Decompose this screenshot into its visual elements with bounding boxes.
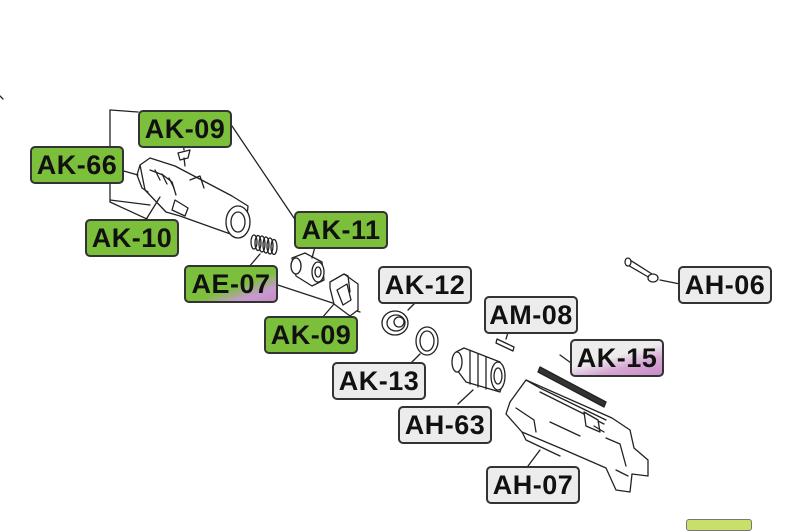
label-ak-12[interactable]: AK-12 — [378, 266, 472, 304]
ah-63-cylinder-head — [451, 347, 506, 405]
ak-13-o-ring — [407, 326, 439, 367]
label-ak-10[interactable]: AK-10 — [85, 219, 179, 257]
ak-12-washer — [381, 299, 419, 336]
label-ak-11[interactable]: AK-11 — [294, 211, 388, 249]
label-ah-06[interactable]: AH-06 — [678, 266, 772, 304]
ak-09-bracket — [321, 273, 359, 319]
edge-tick — [0, 95, 4, 100]
ak-11-valve — [290, 242, 325, 287]
label-ak-66[interactable]: AK-66 — [30, 146, 124, 184]
label-ak-09-bottom[interactable]: AK-09 — [264, 316, 358, 354]
label-ah-07[interactable]: AH-07 — [486, 466, 580, 504]
label-ak-09-top[interactable]: AK-09 — [138, 110, 232, 148]
ae-07-spring — [247, 234, 278, 269]
ah-06-guide-pin — [624, 257, 681, 285]
label-ae-07[interactable]: AE-07 — [184, 265, 278, 303]
label-ak-13[interactable]: AK-13 — [332, 362, 426, 400]
label-ak-15[interactable]: AK-15 — [570, 339, 664, 377]
label-ah-63[interactable]: AH-63 — [398, 406, 492, 444]
corner-tab — [686, 519, 752, 531]
ak-10-nozzle-housing — [119, 157, 251, 239]
label-am-08[interactable]: AM-08 — [484, 296, 578, 334]
ah-07-receiver — [505, 379, 649, 493]
